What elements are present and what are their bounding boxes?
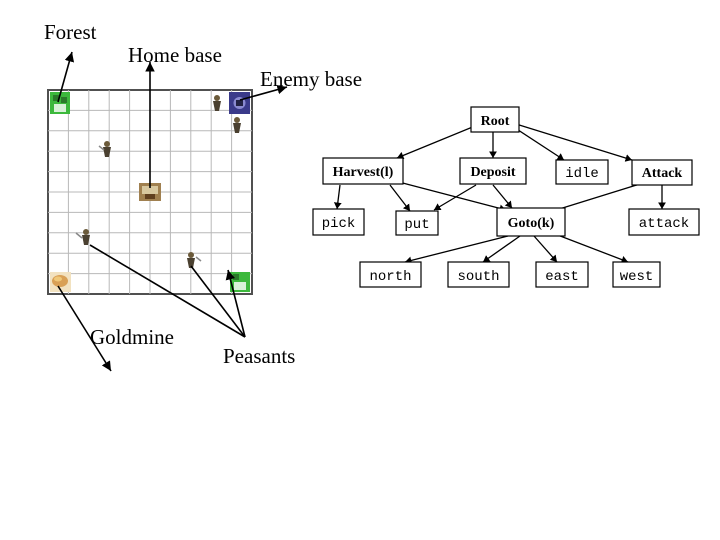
edge-goto-west [554,233,629,264]
node-put: put [395,210,439,236]
edge-harvest-pick [333,184,342,210]
edge-deposit-put [433,184,477,211]
forest-tile [50,92,70,114]
node-north-text: north [369,269,411,285]
node-west-text: west [620,269,654,285]
peasants-label: Peasants [223,344,296,368]
node-attack-task-text: Attack [642,166,683,181]
node-attack-action-text: attack [639,216,689,232]
peasants-arrow [225,269,246,338]
edge-goto-east [533,235,558,263]
node-south-text: south [457,269,499,285]
forest-label: Forest [44,20,97,44]
node-east: east [535,261,589,288]
node-deposit-text: Deposit [470,165,515,180]
node-goto-text: Goto(k) [508,216,555,231]
peasant-line-1 [89,244,246,338]
enemy-base-tile [229,92,250,114]
peasant-unit-5 [187,252,202,268]
node-west: west [612,261,661,288]
node-idle-text: idle [565,166,599,182]
edge-goto-north [404,235,509,265]
edge-harvest-put [389,184,411,212]
peasant-unit-2 [213,95,221,111]
game-map [47,89,253,295]
peasant-unit-3 [233,117,241,133]
map-gridlines [48,90,252,294]
peasant-unit-1 [98,141,111,157]
forest-arrow [57,51,75,103]
callout-arrows [57,51,288,372]
goldmine-label: Goldmine [90,325,174,349]
node-harvest: Harvest(l) [322,157,404,185]
task-hierarchy: Root Harvest(l) Deposit idle Attack pick [312,106,700,288]
node-put-text: put [404,217,429,233]
goldmine-arrow [57,285,112,372]
node-attack-task: Attack [631,159,693,186]
peasant-line-2 [190,265,246,338]
node-east-text: east [545,269,579,285]
enemy-base-label: Enemy base [260,67,363,91]
node-north: north [359,261,422,288]
node-deposit: Deposit [459,157,527,185]
node-pick: pick [312,208,365,236]
node-root: Root [470,106,520,133]
node-idle: idle [555,159,609,185]
node-root-text: Root [481,114,510,129]
node-attack-action: attack [628,208,700,236]
edge-goto-south [482,235,521,263]
home-base-label: Home base [128,43,222,67]
peasant-unit-4 [75,229,90,245]
edge-deposit-goto [492,184,513,209]
node-pick-text: pick [322,216,356,232]
node-goto: Goto(k) [496,207,566,237]
edge-root-idle [511,125,565,161]
edge-root-attack [515,123,633,162]
home-base-tile [139,183,161,201]
edge-harvest-goto [394,180,507,213]
edge-root-harvest [396,125,476,160]
node-south: south [447,261,510,288]
goldmine-tile [50,272,71,292]
enemy-base-arrow [239,84,288,101]
node-harvest-text: Harvest(l) [333,165,394,180]
